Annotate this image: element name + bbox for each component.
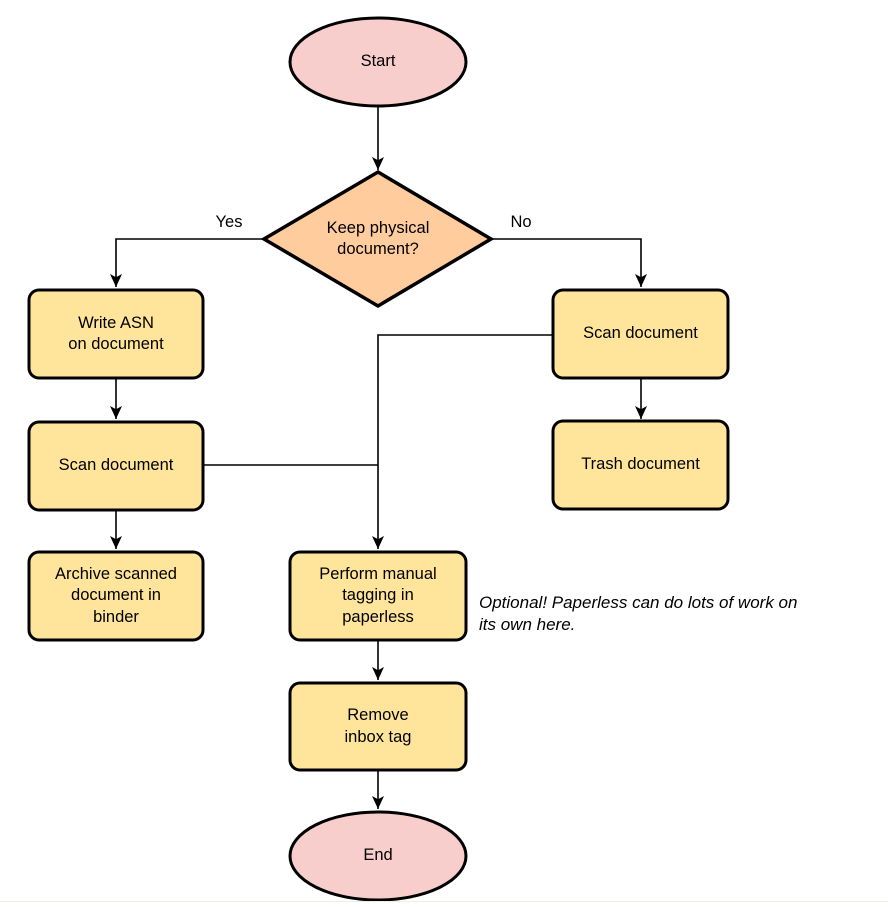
- remove-inbox-node-shape: [288, 681, 468, 772]
- tagging-node-shape: [288, 550, 468, 642]
- yes-branch-label: Yes: [215, 213, 243, 231]
- write-asn-node-shape: [27, 288, 205, 380]
- edge-decision-no-to-scan-right: [491, 238, 647, 287]
- edge-decision-yes-to-write-asn: [110, 238, 264, 287]
- edge-scan-right-to-tagging: [372, 334, 553, 549]
- optional-note-text: Optional! Paperless can do lots of work …: [479, 593, 798, 634]
- start-node-shape: [288, 16, 468, 108]
- end-node-shape: [288, 810, 468, 902]
- scan-right-node-shape: [551, 288, 730, 380]
- decision-node-shape: [260, 169, 495, 309]
- trash-node-shape: [551, 419, 730, 511]
- scan-left-node-shape: [27, 420, 205, 512]
- no-branch-label: No: [510, 213, 532, 231]
- archive-node-shape: [27, 550, 205, 642]
- bottom-hairline: [0, 901, 888, 902]
